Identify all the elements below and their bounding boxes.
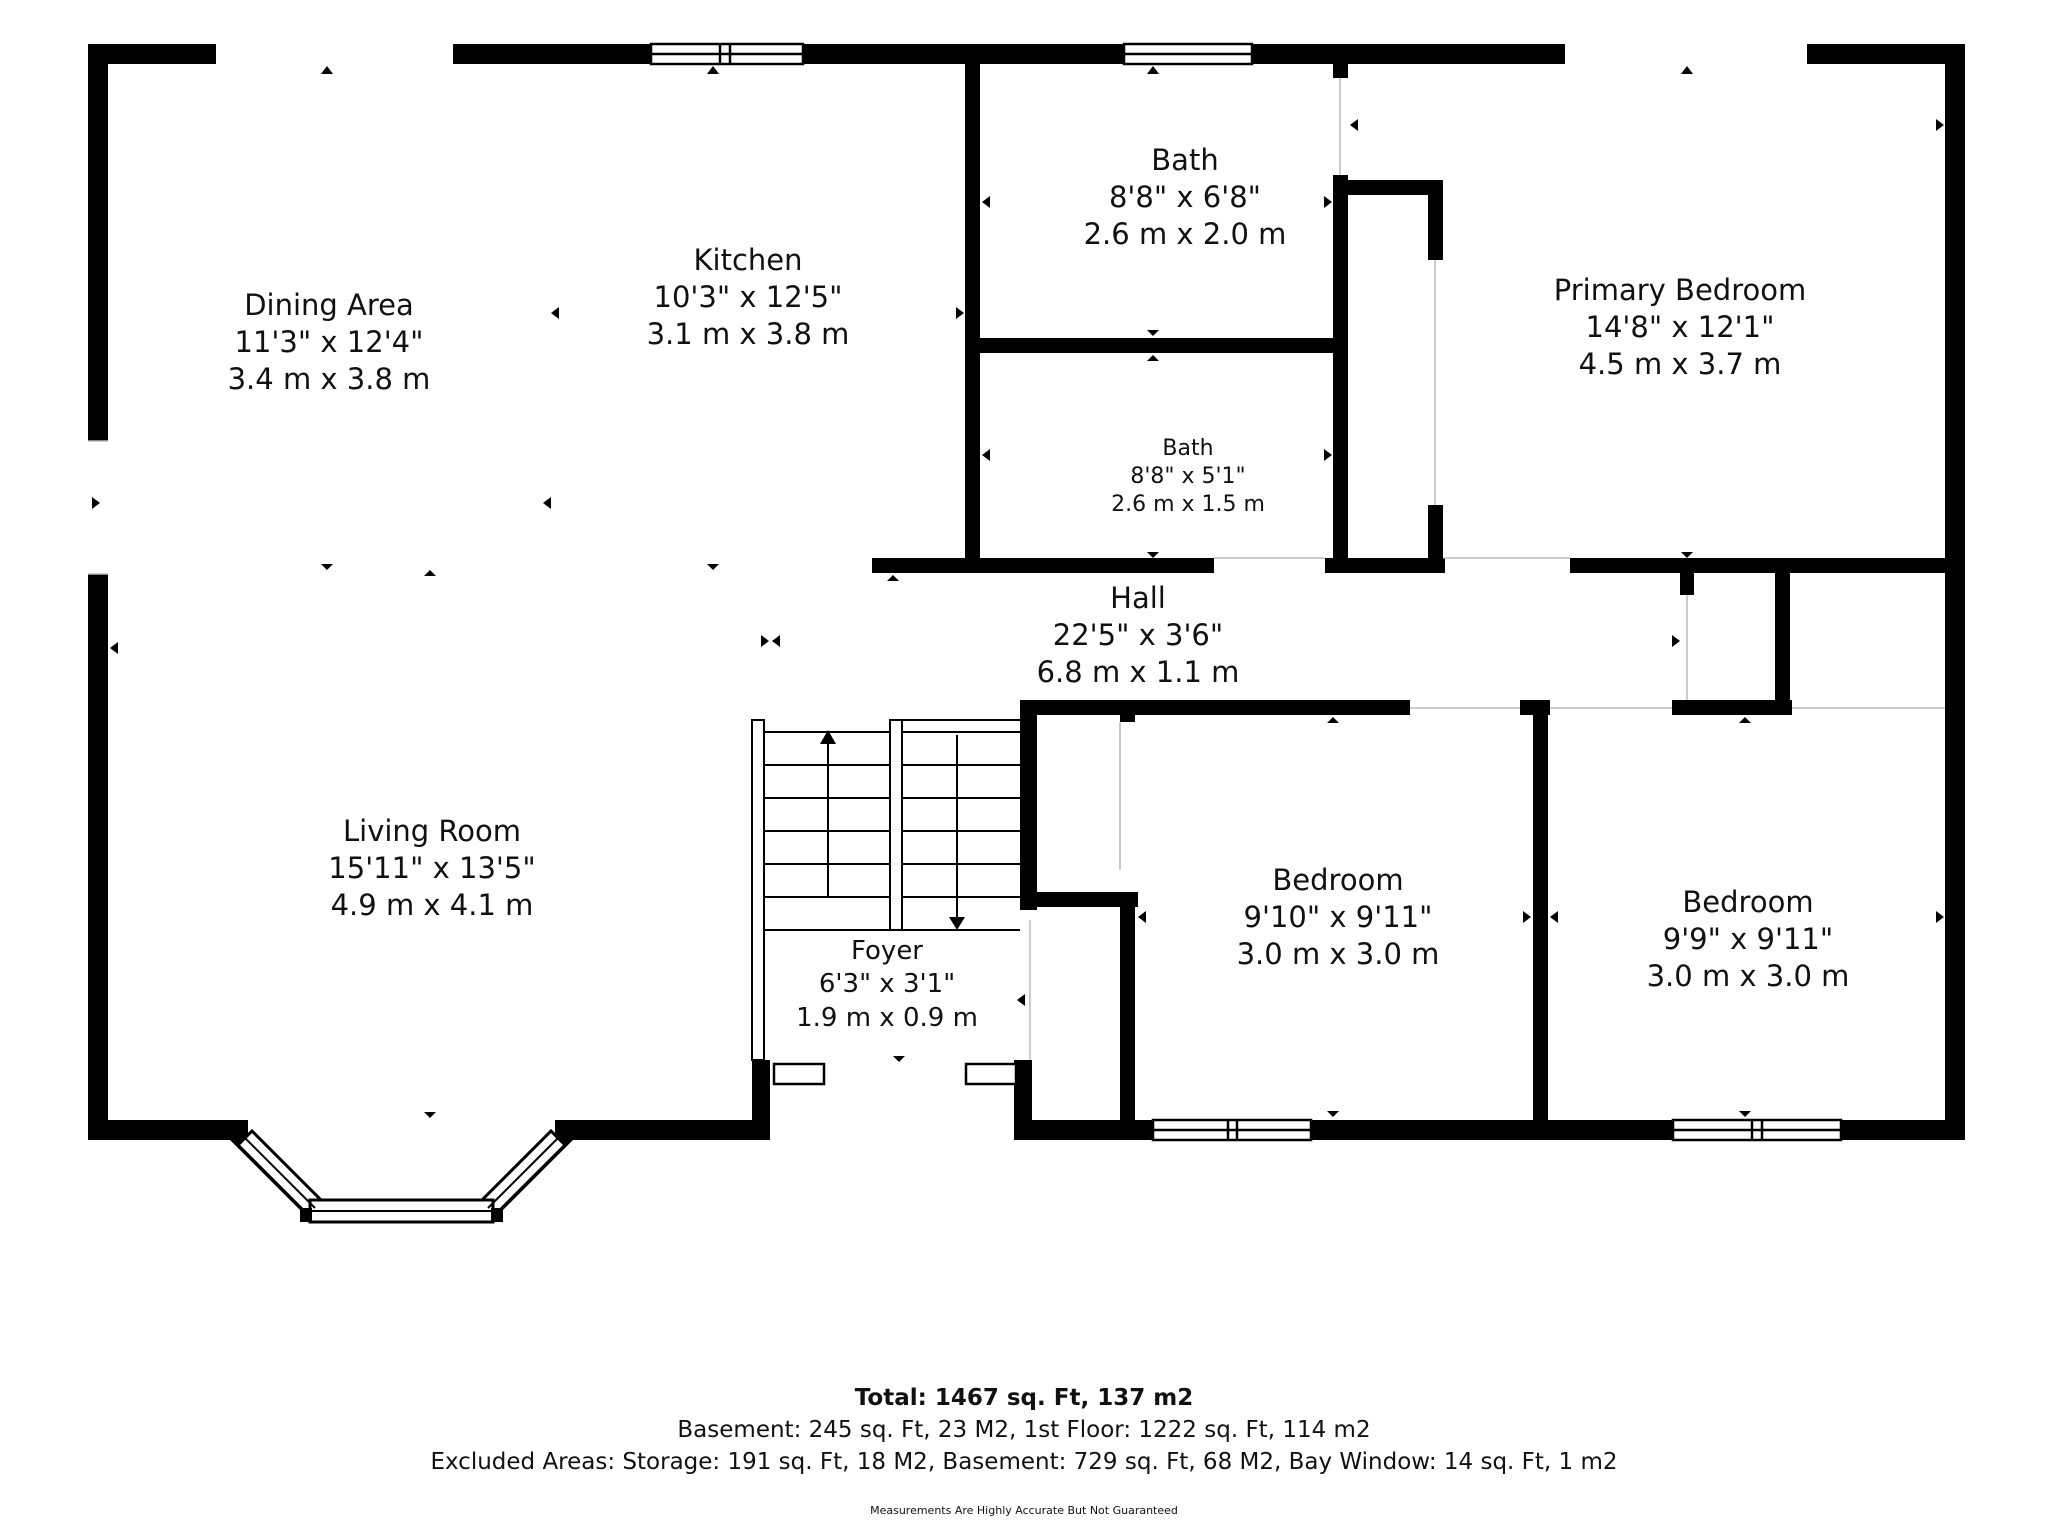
openings: [88, 78, 1945, 1060]
room-imperial-size: 10'3" x 12'5": [653, 280, 843, 315]
room-label-bedroom-1: Bedroom 9'10" x 9'11" 3.0 m x 3.0 m: [1237, 862, 1440, 973]
room-metric-size: 3.4 m x 3.8 m: [227, 362, 431, 397]
room-name: Foyer: [850, 936, 924, 966]
room-imperial-size: 8'8" x 5'1": [1130, 464, 1246, 490]
disclaimer: Measurements Are Highly Accurate But Not…: [870, 1504, 1178, 1517]
room-label-bath: Bath 8'8" x 6'8" 2.6 m x 2.0 m: [1084, 142, 1287, 253]
room-metric-size: 4.9 m x 4.1 m: [330, 888, 534, 923]
room-name: Kitchen: [693, 243, 803, 277]
room-metric-size: 2.6 m x 2.0 m: [1083, 217, 1287, 252]
room-metric-size: 3.0 m x 3.0 m: [1646, 959, 1850, 994]
room-imperial-size: 11'3" x 12'4": [234, 325, 424, 360]
dimension-markers: [92, 66, 1944, 1118]
room-label-kitchen: Kitchen 10'3" x 12'5" 3.1 m x 3.8 m: [647, 242, 850, 353]
room-label-primary-bedroom: Primary Bedroom 14'8" x 12'1" 4.5 m x 3.…: [1554, 272, 1806, 383]
room-name: Bath: [1162, 436, 1214, 461]
room-metric-size: 3.0 m x 3.0 m: [1236, 937, 1440, 972]
room-label-bedroom-2: Bedroom 9'9" x 9'11" 3.0 m x 3.0 m: [1647, 884, 1850, 995]
room-metric-size: 1.9 m x 0.9 m: [796, 1002, 978, 1033]
room-metric-size: 3.1 m x 3.8 m: [646, 317, 850, 352]
room-label-bath-small: Bath 8'8" x 5'1" 2.6 m x 1.5 m: [1111, 435, 1265, 519]
room-imperial-size: 22'5" x 3'6": [1052, 618, 1224, 653]
room-label-living-room: Living Room 15'11" x 13'5" 4.9 m x 4.1 m: [328, 813, 535, 924]
room-name: Bedroom: [1682, 885, 1814, 919]
room-name: Dining Area: [244, 288, 414, 322]
room-metric-size: 4.5 m x 3.7 m: [1578, 347, 1782, 382]
windows: [649, 42, 1843, 1142]
room-name: Hall: [1110, 581, 1166, 615]
room-label-foyer: Foyer 6'3" x 3'1" 1.9 m x 0.9 m: [796, 935, 978, 1035]
room-imperial-size: 9'9" x 9'11": [1662, 922, 1834, 957]
stairs: [751, 719, 1020, 1061]
room-imperial-size: 8'8" x 6'8": [1108, 180, 1262, 215]
room-imperial-size: 14'8" x 12'1": [1585, 310, 1775, 345]
total-area: Total: 1467 sq. Ft, 137 m2: [854, 1385, 1194, 1411]
area-summary: Total: 1467 sq. Ft, 137 m2 Basement: 245…: [0, 1382, 2048, 1517]
room-name: Bedroom: [1272, 863, 1404, 897]
room-name: Bath: [1151, 143, 1219, 177]
excluded-areas: Excluded Areas: Storage: 191 sq. Ft, 18 …: [430, 1449, 1618, 1475]
room-imperial-size: 9'10" x 9'11": [1243, 900, 1433, 935]
room-imperial-size: 15'11" x 13'5": [328, 851, 536, 886]
room-imperial-size: 6'3" x 3'1": [818, 969, 956, 1000]
room-label-dining-area: Dining Area 11'3" x 12'4" 3.4 m x 3.8 m: [228, 287, 431, 398]
room-name: Living Room: [342, 814, 522, 848]
room-metric-size: 2.6 m x 1.5 m: [1111, 492, 1265, 518]
floor-areas: Basement: 245 sq. Ft, 23 M2, 1st Floor: …: [677, 1417, 1371, 1443]
room-name: Primary Bedroom: [1553, 273, 1807, 307]
room-metric-size: 6.8 m x 1.1 m: [1036, 655, 1240, 690]
bay-window: [230, 1120, 573, 1224]
room-label-hall: Hall 22'5" x 3'6" 6.8 m x 1.1 m: [1037, 580, 1240, 691]
